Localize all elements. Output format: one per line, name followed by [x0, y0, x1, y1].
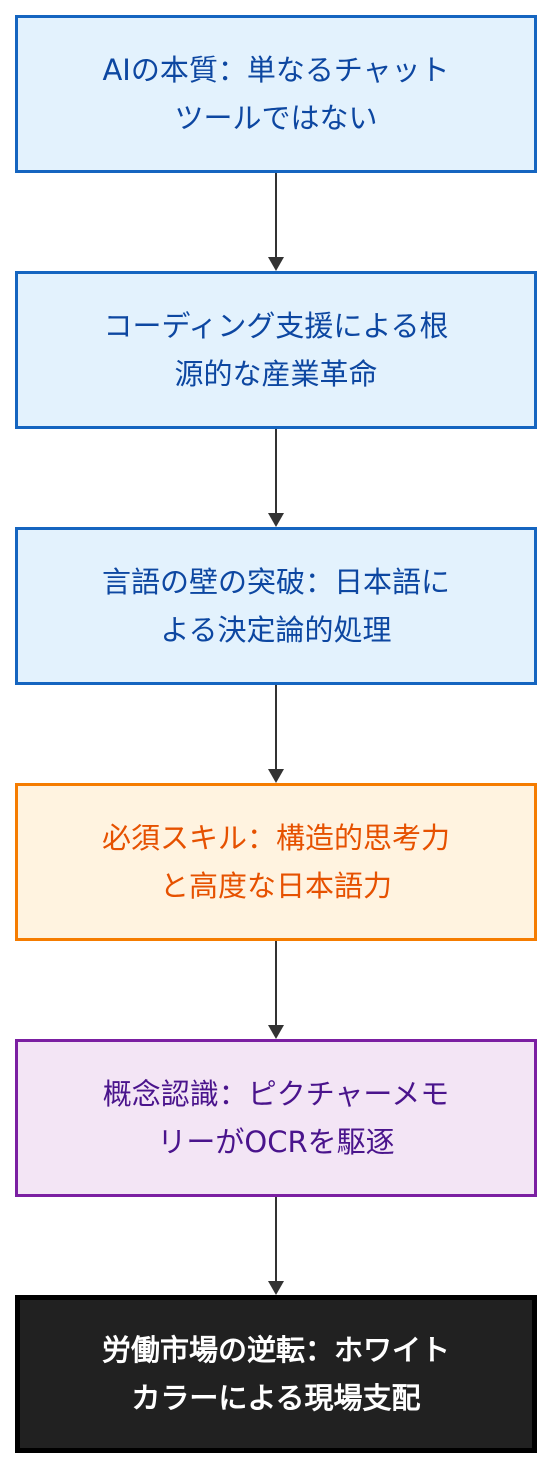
- flow-node-coding-revolution: コーディング支援による根 源的な産業革命: [15, 271, 537, 429]
- flow-arrow: [268, 1197, 284, 1295]
- flow-node-language-barrier: 言語の壁の突破：日本語に よる決定論的処理: [15, 527, 537, 685]
- flow-arrow: [268, 173, 284, 271]
- flow-node-label: 言語の壁の突破：日本語に よる決定論的処理: [101, 565, 450, 647]
- flow-node-essential-skills: 必須スキル：構造的思考力 と高度な日本語力: [15, 783, 537, 941]
- flow-arrow: [268, 685, 284, 783]
- flow-node-ai-essence: AIの本質：単なるチャット ツールではない: [15, 15, 537, 173]
- flow-node-label: 必須スキル：構造的思考力 と高度な日本語力: [101, 821, 450, 903]
- flow-node-label: 概念認識：ピクチャーメモ リーがOCRを駆逐: [102, 1077, 450, 1159]
- flow-arrow: [268, 429, 284, 527]
- flow-arrow: [268, 941, 284, 1039]
- flow-node-concept-recognition: 概念認識：ピクチャーメモ リーがOCRを駆逐: [15, 1039, 537, 1197]
- flow-node-label: AIの本質：単なるチャット ツールではない: [102, 53, 450, 135]
- flow-node-label: コーディング支援による根 源的な産業革命: [103, 309, 449, 391]
- flow-node-labor-market: 労働市場の逆転：ホワイト カラーによる現場支配: [15, 1295, 537, 1453]
- flow-node-label: 労働市場の逆転：ホワイト カラーによる現場支配: [101, 1333, 450, 1415]
